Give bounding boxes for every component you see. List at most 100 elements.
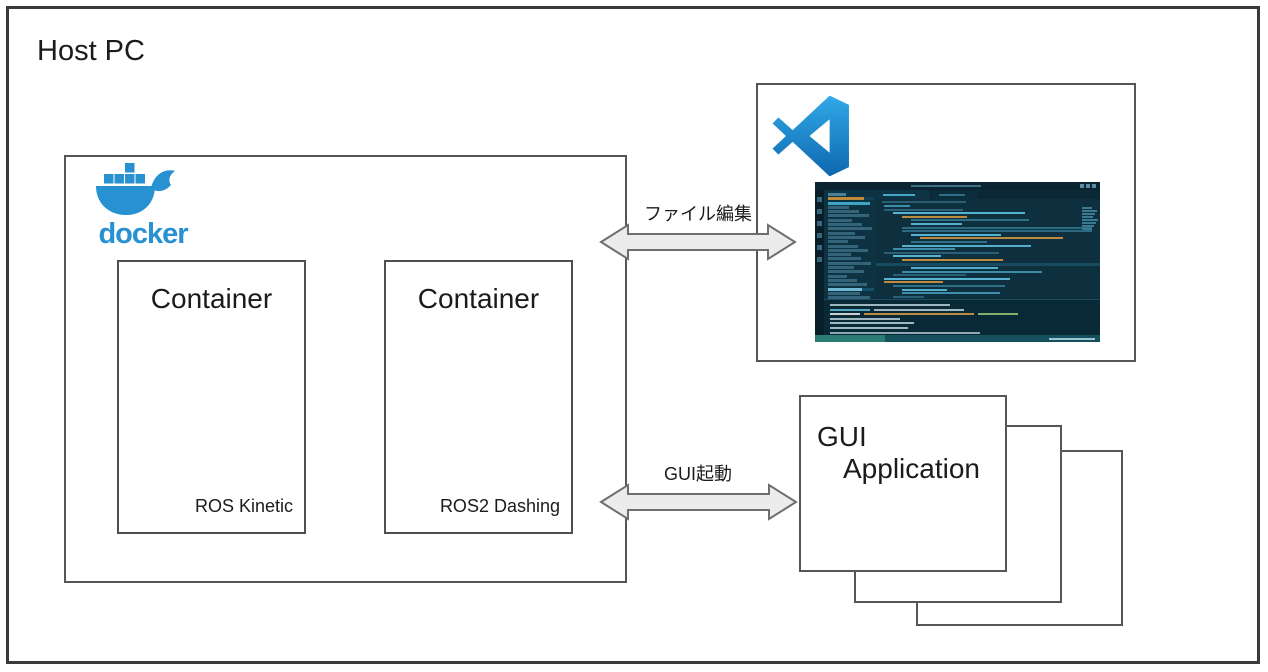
sidebar-file-row <box>828 248 876 252</box>
sidebar-file-row <box>828 266 876 270</box>
editor-minimap <box>1082 207 1098 231</box>
statusbar-right-info <box>1049 337 1095 340</box>
terminal-text-segment <box>978 313 1018 316</box>
terminal-line <box>830 304 1100 306</box>
terminal-text-segment <box>874 308 964 311</box>
code-line <box>893 285 1005 288</box>
sidebar-row-bar <box>828 270 864 274</box>
terminal-line <box>830 308 1100 311</box>
code-line <box>902 292 1000 295</box>
sidebar-file-row <box>828 291 876 295</box>
sidebar-row-bar <box>828 227 872 231</box>
editor-titlebar <box>815 182 1100 190</box>
sidebar-file-row <box>828 218 876 222</box>
sidebar-row-bar <box>828 235 865 239</box>
code-line <box>884 281 943 284</box>
terminal-text-segment <box>830 322 914 325</box>
minimap-line <box>1082 213 1095 215</box>
terminal-text-segment <box>864 313 974 316</box>
sidebar-file-row <box>828 205 876 209</box>
window-minimize-icon <box>1080 184 1084 188</box>
code-line-highlighted <box>876 262 1100 266</box>
activity-icon <box>817 245 822 250</box>
sidebar-file-row <box>828 193 876 196</box>
code-line <box>911 219 1029 222</box>
code-line <box>911 240 987 243</box>
terminal-text-segment <box>830 313 860 316</box>
editor-code-area <box>876 205 1100 299</box>
file-edit-arrow-label: ファイル編集 <box>644 204 752 224</box>
sidebar-file-row <box>828 240 876 244</box>
window-close-icon <box>1092 184 1096 188</box>
editor-tab <box>932 190 978 199</box>
sidebar-row-bar <box>828 218 852 222</box>
activity-icon <box>817 233 822 238</box>
sidebar-file-row <box>828 253 876 257</box>
sidebar-file-row <box>828 210 876 214</box>
sidebar-file-row <box>828 296 876 300</box>
editor-terminal-panel <box>824 299 1100 335</box>
sidebar-row-bar <box>828 266 854 270</box>
code-line <box>884 277 1010 280</box>
minimap-line <box>1082 216 1093 218</box>
code-line <box>911 233 1001 236</box>
terminal-text-segment <box>830 317 900 320</box>
code-line <box>902 270 1042 273</box>
sidebar-row-bar <box>828 296 870 300</box>
editor-tabbar <box>876 190 1100 199</box>
window-maximize-icon <box>1086 184 1090 188</box>
gui-app-label-line2: Application <box>843 453 980 484</box>
code-line <box>911 222 962 225</box>
code-line <box>902 226 1092 229</box>
minimap-line <box>1082 219 1098 221</box>
sidebar-file-row <box>828 235 876 239</box>
sidebar-row-bar <box>828 231 855 235</box>
container-title: Container <box>150 283 273 314</box>
sidebar-row-bar <box>828 244 858 248</box>
sidebar-file-row <box>828 287 874 291</box>
gui-launch-arrow-label: GUI起動 <box>663 464 732 484</box>
sidebar-file-row <box>828 227 876 231</box>
activity-icon <box>817 257 822 262</box>
code-line <box>893 295 924 298</box>
sidebar-selected-bar <box>828 197 864 201</box>
code-line <box>884 208 963 211</box>
sidebar-row-bar <box>828 223 862 227</box>
code-line <box>911 267 998 270</box>
gui-launch-arrow-icon <box>599 481 798 528</box>
sidebar-file-row <box>828 274 876 278</box>
docker-whale-icon <box>93 160 193 224</box>
code-line <box>893 212 1025 215</box>
sidebar-row-bar <box>828 257 861 261</box>
sidebar-row-bar <box>828 291 860 295</box>
terminal-line <box>830 322 1100 325</box>
code-line <box>884 205 910 207</box>
terminal-line <box>830 317 1100 320</box>
sidebar-file-row <box>828 214 876 218</box>
sidebar-file-row <box>828 244 876 248</box>
code-line <box>893 255 941 258</box>
container-box-ros2-dashing: Container ROS2 Dashing <box>384 260 573 534</box>
minimap-line <box>1082 207 1092 209</box>
sidebar-file-row <box>828 278 876 282</box>
sidebar-file-row <box>828 270 876 274</box>
sidebar-row-bar <box>828 274 847 278</box>
code-line <box>884 251 999 254</box>
sidebar-file-row <box>828 283 876 287</box>
terminal-text-segment <box>830 326 908 329</box>
code-line <box>920 237 1063 240</box>
minimap-line <box>1082 228 1092 230</box>
code-line <box>893 248 955 251</box>
editor-status-bar <box>815 335 1100 342</box>
code-line <box>902 288 947 291</box>
container-box-ros-kinetic: Container ROS Kinetic <box>117 260 306 534</box>
ros-version-label: ROS2 Dashing <box>439 496 560 516</box>
sidebar-row-bar <box>828 214 869 218</box>
container-title: Container <box>417 283 540 314</box>
activity-icon <box>817 209 822 214</box>
sidebar-file-row <box>828 261 876 265</box>
vscode-logo-icon <box>770 94 854 178</box>
vscode-editor-screenshot <box>815 182 1100 342</box>
sidebar-row-bar <box>828 201 870 205</box>
minimap-line <box>1082 225 1094 227</box>
